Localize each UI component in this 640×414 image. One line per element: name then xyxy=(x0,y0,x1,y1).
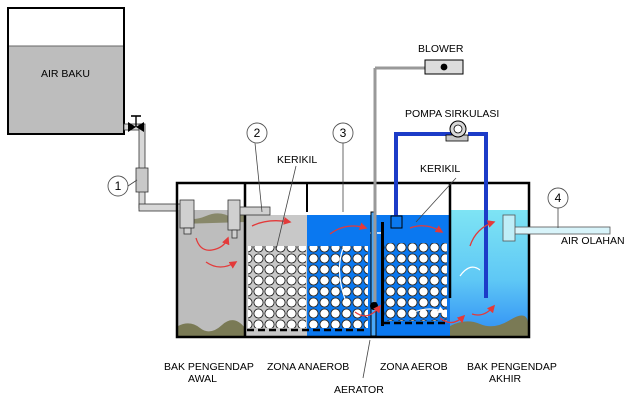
aerobic-gravel-bed xyxy=(383,243,447,321)
circulation-pipe xyxy=(390,132,488,298)
final-settling-label-1: BAK PENGENDAP xyxy=(467,361,557,373)
initial-settling-label-1: BAK PENGENDAP xyxy=(164,361,254,373)
svg-text:4: 4 xyxy=(555,191,562,205)
callout-1: 1 xyxy=(107,175,138,197)
aerobic-zone-label: ZONA AEROB xyxy=(380,361,448,373)
transfer-pipe xyxy=(227,199,271,239)
gravel-label-right: KERIKIL xyxy=(420,163,460,175)
circulation-pump-icon[interactable] xyxy=(445,120,469,142)
valve-icon[interactable] xyxy=(128,115,144,132)
blower-label: BLOWER xyxy=(418,43,464,55)
anaerobic-gravel-bed xyxy=(248,246,306,328)
svg-text:1: 1 xyxy=(115,179,122,193)
anaerobic-zone-label: ZONA ANAEROB xyxy=(267,361,349,373)
callout-4: 4 xyxy=(547,187,569,209)
callout-2: 2 xyxy=(246,122,268,144)
circulation-pump-label: POMPA SIRKULASI xyxy=(405,108,499,120)
callout-3: 3 xyxy=(332,122,354,144)
raw-water-label: AIR BAKU xyxy=(41,68,90,80)
inlet-pipe xyxy=(179,199,195,235)
air-flow-arrows xyxy=(338,245,481,314)
gravel-label-left: KERIKIL xyxy=(277,154,317,166)
raw-water-tank: AIR BAKU xyxy=(7,7,125,135)
treated-water-label: AIR OLAHAN xyxy=(561,235,625,247)
blower-icon[interactable] xyxy=(424,59,464,75)
svg-text:2: 2 xyxy=(254,126,261,140)
outlet-pipe xyxy=(502,214,611,242)
svg-text:3: 3 xyxy=(340,126,347,140)
flow-arrows xyxy=(195,217,496,324)
leader-lines xyxy=(254,142,559,379)
initial-settling-label-2: AWAL xyxy=(188,373,217,385)
final-settling-label-2: AKHIR xyxy=(489,373,522,385)
aerator-label: AERATOR xyxy=(334,384,384,396)
